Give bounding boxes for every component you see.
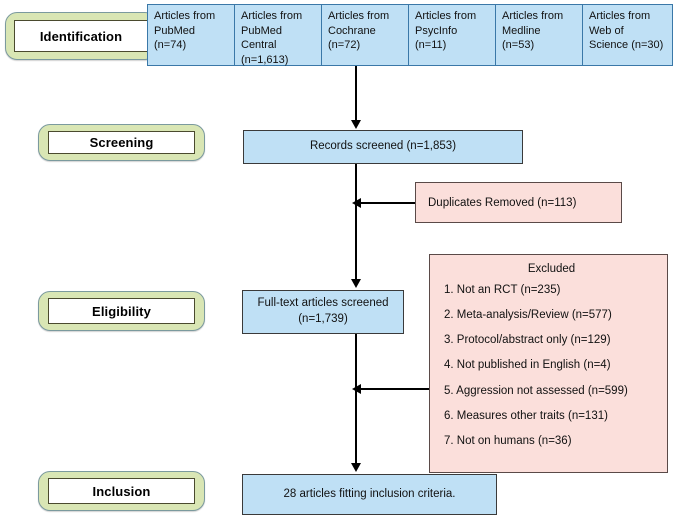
source-box-web-of-science: Articles from Web of Science (n=30) — [582, 4, 673, 66]
source-box-pubmed: Articles from PubMed (n=74) — [147, 4, 235, 66]
records-screened-text: Records screened (n=1,853) — [309, 140, 457, 153]
stage-label-inclusion: Inclusion — [48, 478, 195, 504]
source-line2-cochrane: Cochrane — [328, 24, 376, 37]
connector-sources-to-screened — [355, 66, 357, 122]
stage-label-identification: Identification — [14, 20, 148, 52]
excluded-reason-5: 5. Aggression not assessed (n=599) — [444, 384, 628, 397]
source-box-psycinfo: Articles from PsycInfo (n=11) — [408, 4, 496, 66]
source-count-cochrane: (n=72) — [328, 39, 361, 52]
stage-pill-inclusion: Inclusion — [38, 471, 205, 511]
stage-pill-eligibility: Eligibility — [38, 291, 205, 331]
excluded-reason-3: 3. Protocol/abstract only (n=129) — [444, 334, 611, 347]
source-line1-pubmed: Articles from — [154, 10, 216, 22]
connector-screened-to-fulltext — [355, 164, 357, 280]
arrowhead-screened-to-fulltext — [351, 279, 361, 288]
stage-text-screening: Screening — [89, 135, 154, 150]
excluded-reason-1: 1. Not an RCT (n=235) — [444, 284, 561, 296]
source-count-pubmed-central: (n=1,613) — [241, 53, 289, 66]
source-line2-psycinfo: PsycInfo — [415, 24, 458, 37]
fulltext-line1: Full-text articles screened — [257, 297, 389, 310]
source-line2-web-of-science: Web of — [589, 24, 624, 37]
stage-pill-identification: Identification — [5, 12, 157, 60]
excluded-box: Excluded 1. Not an RCT (n=235) 2. Meta-a… — [429, 254, 668, 473]
fulltext-line2: (n=1,739) — [298, 313, 348, 325]
source-count-psycinfo: (n=11) — [415, 39, 447, 52]
excluded-title: Excluded — [527, 263, 576, 275]
stage-pill-screening: Screening — [38, 124, 205, 161]
source-box-cochrane: Articles from Cochrane (n=72) — [321, 4, 409, 66]
arrowhead-sources-to-screened — [351, 120, 361, 129]
source-line1-psycinfo: Articles from — [415, 10, 477, 22]
stage-label-screening: Screening — [48, 131, 195, 154]
source-line2-pubmed-central: PubMed Central — [241, 24, 282, 52]
source-line2-pubmed: PubMed — [154, 24, 195, 37]
excluded-reason-6: 6. Measures other traits (n=131) — [444, 409, 608, 422]
source-line1-cochrane: Articles from — [328, 10, 390, 22]
source-line2-medline: Medline — [502, 24, 541, 37]
connector-fulltext-to-inclusion — [355, 334, 357, 464]
stage-text-identification: Identification — [39, 28, 123, 44]
connector-duplicates-to-main — [357, 202, 415, 204]
source-line1-web-of-science: Articles from — [589, 10, 651, 22]
excluded-reason-4: 4. Not published in English (n=4) — [444, 359, 611, 372]
source-count-medline: (n=53) — [502, 39, 535, 52]
arrowhead-excluded-to-main — [352, 384, 361, 394]
duplicates-removed-text: Duplicates Removed (n=113) — [428, 196, 577, 209]
arrowhead-duplicates-to-main — [352, 198, 361, 208]
records-screened-box: Records screened (n=1,853) — [243, 130, 523, 164]
stage-text-eligibility: Eligibility — [92, 303, 151, 319]
source-line1-pubmed-central: Articles from — [241, 10, 303, 22]
source-box-pubmed-central: Articles from PubMed Central (n=1,613) — [234, 4, 322, 66]
stage-label-eligibility: Eligibility — [48, 298, 195, 324]
duplicates-removed-box: Duplicates Removed (n=113) — [415, 182, 622, 223]
excluded-reason-7: 7. Not on humans (n=36) — [444, 434, 572, 447]
excluded-reason-list: 1. Not an RCT (n=235) 2. Meta-analysis/R… — [430, 284, 667, 447]
stage-text-inclusion: Inclusion — [92, 483, 151, 499]
connector-excluded-to-main — [357, 388, 429, 390]
source-box-medline: Articles from Medline (n=53) — [495, 4, 583, 66]
excluded-reason-2: 2. Meta-analysis/Review (n=577) — [444, 309, 612, 322]
arrowhead-fulltext-to-inclusion — [351, 463, 361, 472]
source-count-web-of-science: Science (n=30) — [589, 39, 664, 52]
source-count-pubmed: (n=74) — [154, 39, 187, 52]
fulltext-screened-box: Full-text articles screened (n=1,739) — [242, 290, 404, 334]
source-line1-medline: Articles from — [502, 10, 564, 22]
inclusion-result-box: 28 articles fitting inclusion criteria. — [242, 474, 497, 515]
inclusion-result-text: 28 articles fitting inclusion criteria. — [283, 487, 456, 500]
